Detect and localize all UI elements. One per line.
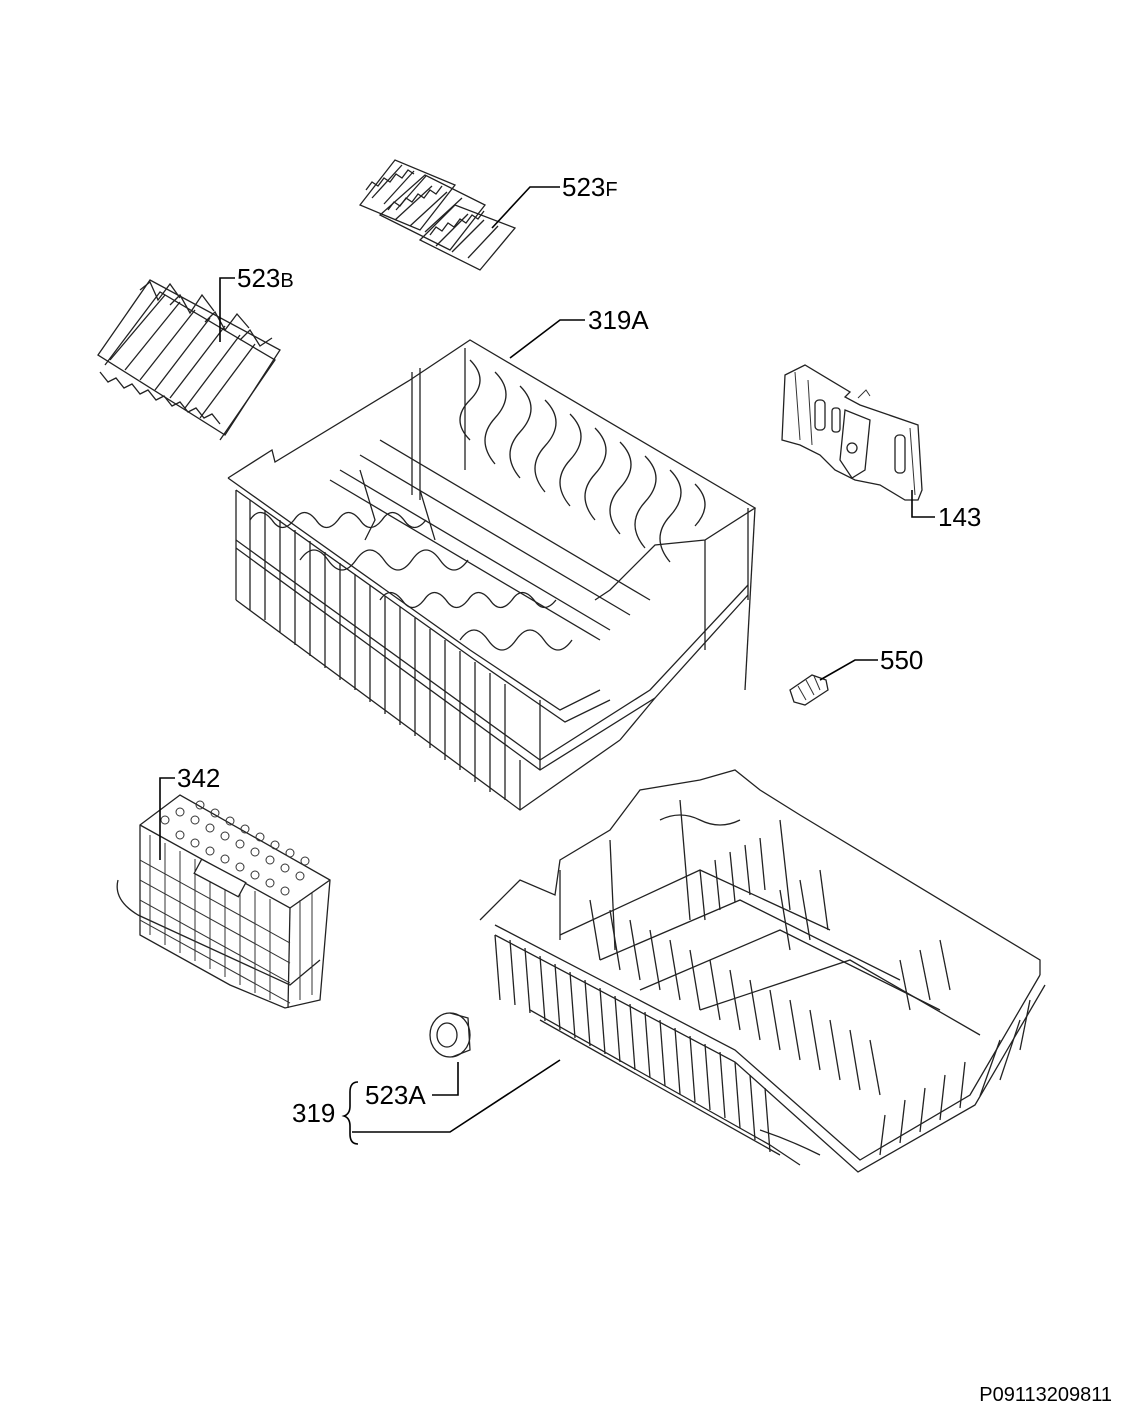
part-319-lower-basket bbox=[479, 769, 1046, 1173]
callout-523b: 523B bbox=[237, 263, 294, 293]
leader-lines bbox=[159, 186, 935, 1133]
callout-523f: 523F bbox=[562, 172, 618, 202]
part-550-pin bbox=[789, 674, 829, 706]
callout-319: 319 bbox=[292, 1098, 335, 1128]
part-523f-clips bbox=[358, 159, 517, 271]
callout-550: 550 bbox=[880, 645, 923, 675]
part-342-cutlery-basket bbox=[116, 794, 331, 1009]
callout-342: 342 bbox=[177, 763, 220, 793]
part-143-rail-bracket bbox=[781, 364, 923, 501]
callout-319a: 319A bbox=[588, 305, 649, 335]
callout-143: 143 bbox=[938, 502, 981, 532]
reference-number: P09113209811 bbox=[979, 1384, 1112, 1406]
part-319a-upper-basket bbox=[227, 339, 757, 811]
part-523b-tine-rack bbox=[97, 279, 281, 441]
part-523a-wheel bbox=[429, 1012, 471, 1058]
brace-319 bbox=[341, 1081, 359, 1145]
callout-523a: 523A bbox=[365, 1080, 426, 1110]
